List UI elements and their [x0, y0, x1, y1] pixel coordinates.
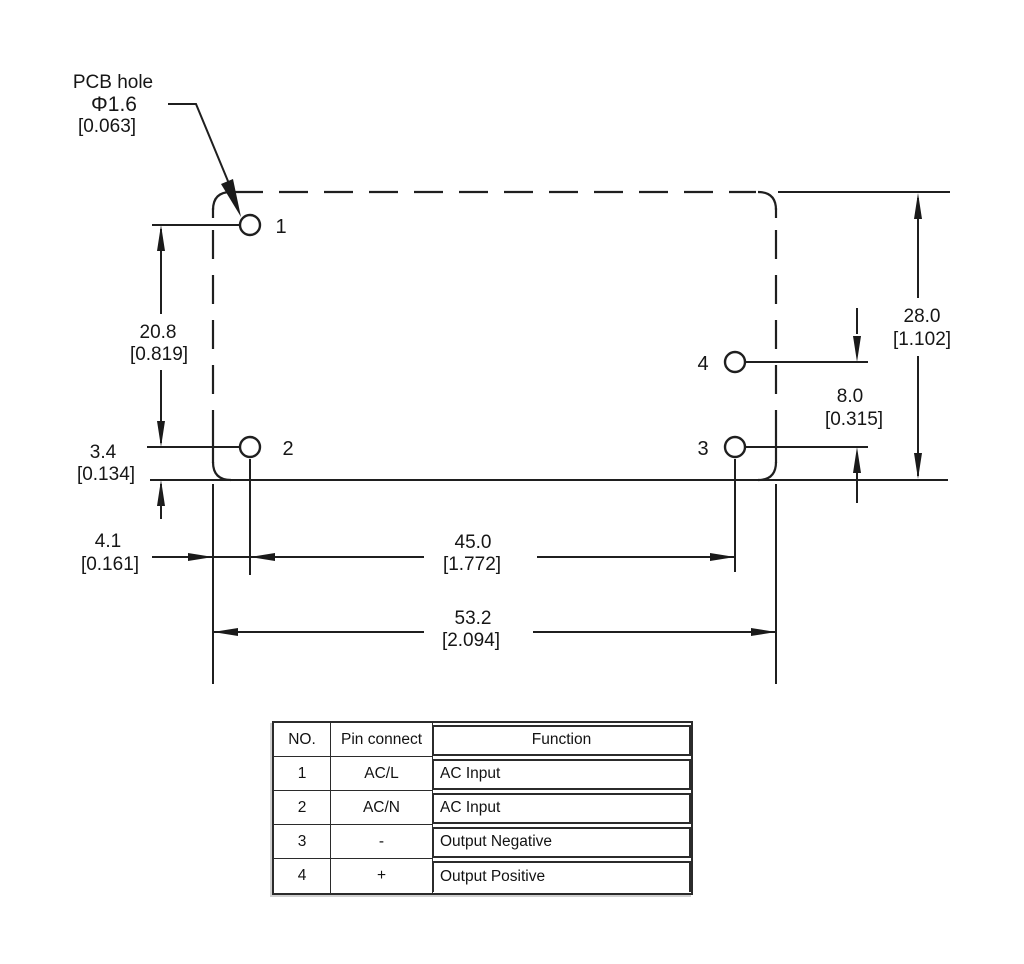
pcb-hole-callout-diameter: Φ1.6 — [91, 93, 137, 116]
pcb-hole-callout-title: PCB hole — [73, 72, 153, 93]
leader-line — [168, 103, 231, 187]
table-header-pin-connect: Pin connect — [331, 723, 433, 757]
table-row-4-pin: + — [331, 859, 433, 893]
dim-45-arrow-right — [710, 553, 735, 561]
dim-20-8-mm: 20.8 — [140, 322, 177, 343]
dim-4-1-inch: [0.161] — [81, 554, 139, 575]
dim-4-1-arrow-left — [250, 553, 275, 561]
dim-28-arrow-up — [914, 193, 922, 219]
pin-2-label: 2 — [282, 438, 293, 460]
dim-28-inch: [1.102] — [893, 329, 951, 350]
table-row-1-function: AC Input — [432, 758, 691, 790]
table-header-no: NO. — [274, 723, 331, 757]
dim-8-arrow-up — [853, 447, 861, 473]
table-row-1-no: 1 — [274, 757, 331, 791]
dim-3-4-mm: 3.4 — [90, 442, 117, 463]
table-row-2-no: 2 — [274, 791, 331, 825]
table-row-2-pin: AC/N — [331, 791, 433, 825]
table-header-function: Function — [432, 724, 691, 756]
table-row-1-pin: AC/L — [331, 757, 433, 791]
pin-hole-1 — [238, 213, 262, 237]
table-row-3-no: 3 — [274, 825, 331, 859]
pin-hole-3 — [723, 435, 747, 459]
pin-function-table: NO. Pin connect Function 1 AC/L AC Input… — [272, 721, 693, 895]
dim-45-inch: [1.772] — [443, 554, 501, 575]
outline-corner-top-right — [757, 190, 778, 211]
outline-corner-bottom-right — [757, 461, 778, 482]
leader-arrowhead — [221, 179, 241, 217]
pin-3-label: 3 — [697, 438, 708, 460]
dim-20-8-arrow-down — [157, 421, 165, 447]
pin-1-label: 1 — [275, 216, 286, 238]
table-row-4-function: Output Positive — [432, 860, 691, 892]
dim-28-mm: 28.0 — [904, 306, 941, 327]
dim-20-8-inch: [0.819] — [130, 344, 188, 365]
dim-53-2-inch: [2.094] — [442, 630, 500, 651]
pin-4-label: 4 — [697, 353, 708, 375]
table-row-3-function: Output Negative — [432, 826, 691, 858]
dim-4-1-mm: 4.1 — [95, 531, 121, 552]
dim-28-arrow-down — [914, 453, 922, 479]
outline-corner-bottom-left — [211, 461, 232, 482]
dim-8-inch: [0.315] — [825, 409, 883, 430]
pin-hole-2 — [238, 435, 262, 459]
dim-53-2-arrow-left — [213, 628, 238, 636]
dim-45-mm: 45.0 — [455, 532, 492, 553]
dim-53-2-arrow-right — [751, 628, 776, 636]
dim-4-1-arrow-right — [188, 553, 213, 561]
dim-8-arrow-down — [853, 336, 861, 362]
dim-8-mm: 8.0 — [837, 386, 863, 407]
dim-3-4-inch: [0.134] — [77, 464, 135, 485]
pin-hole-4 — [723, 350, 747, 374]
table-row-2-function: AC Input — [432, 792, 691, 824]
table-row-4-no: 4 — [274, 859, 331, 893]
dim-53-2-mm: 53.2 — [455, 608, 492, 629]
pcb-hole-callout-inch: [0.063] — [78, 116, 136, 137]
dim-20-8-arrow-up — [157, 225, 165, 251]
table-row-3-pin: - — [331, 825, 433, 859]
